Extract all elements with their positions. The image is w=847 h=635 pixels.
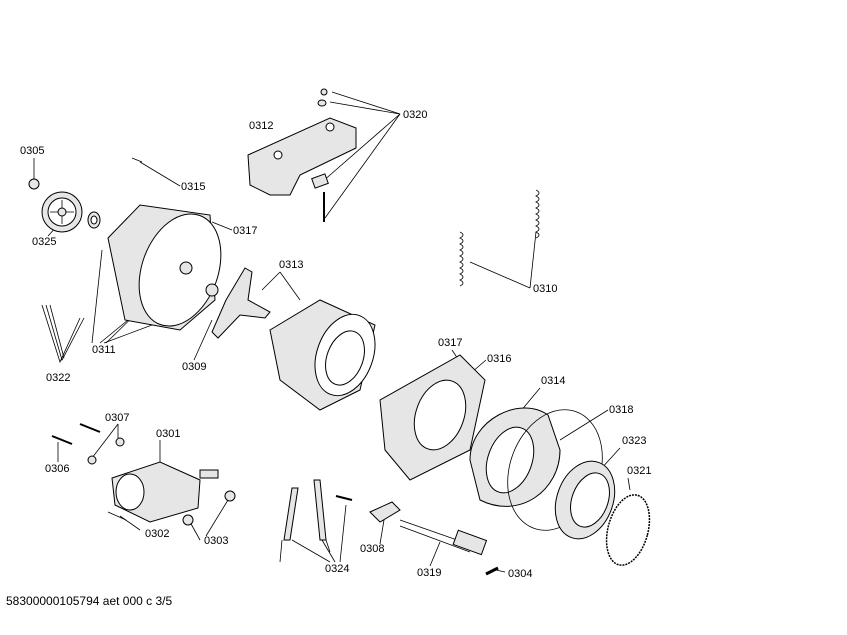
label-0303: 0303 — [204, 535, 228, 547]
label-0325: 0325 — [32, 236, 56, 248]
seal-0318 — [507, 409, 616, 540]
label-0301: 0301 — [156, 428, 180, 440]
heater-0308-0319 — [369, 501, 499, 576]
document-footer-id: 58300000105794 aet 000 c 3/5 — [6, 594, 173, 608]
label-0315: 0315 — [181, 181, 205, 193]
label-0309: 0309 — [182, 361, 206, 373]
label-0311: 0311 — [92, 344, 116, 356]
label-0321: 0321 — [627, 465, 651, 477]
label-0306: 0306 — [45, 463, 69, 475]
label-0317-front: 0317 — [438, 337, 462, 349]
cylinder-0313 — [269, 299, 376, 411]
label-0304: 0304 — [508, 568, 532, 580]
bracket-0312 — [247, 88, 357, 222]
label-0314: 0314 — [541, 375, 565, 387]
clamp-ring-0321 — [605, 494, 651, 566]
screws-0306-0307 — [51, 423, 236, 526]
label-0307: 0307 — [105, 412, 129, 424]
pulley-wheel — [41, 191, 83, 233]
drum-rear-housing — [107, 157, 222, 331]
label-0305: 0305 — [20, 145, 44, 157]
springs-0310 — [459, 189, 540, 287]
label-0318: 0318 — [609, 404, 633, 416]
shock-absorbers-0324 — [279, 479, 353, 563]
label-0317-rear: 0317 — [233, 225, 257, 237]
label-0310: 0310 — [533, 283, 557, 295]
label-0308: 0308 — [360, 543, 384, 555]
front-frame-0316 — [379, 354, 486, 481]
label-0320: 0320 — [403, 109, 427, 121]
ring-0314 — [469, 407, 561, 507]
screw-0305 — [28, 178, 40, 190]
part-labels: 0305 0325 0315 0317 0312 0320 0313 0310 … — [20, 109, 651, 580]
label-0312: 0312 — [249, 120, 273, 132]
label-0313: 0313 — [279, 259, 303, 271]
belt-0322 — [41, 304, 85, 364]
arm-0309 — [211, 267, 271, 339]
label-0316: 0316 — [487, 353, 511, 365]
label-0319: 0319 — [417, 567, 441, 579]
washer-0325 — [87, 211, 101, 229]
label-0302: 0302 — [145, 528, 169, 540]
label-0324: 0324 — [325, 563, 349, 575]
label-0323: 0323 — [622, 435, 646, 447]
label-0322: 0322 — [46, 372, 70, 384]
motor-0301 — [107, 461, 219, 523]
